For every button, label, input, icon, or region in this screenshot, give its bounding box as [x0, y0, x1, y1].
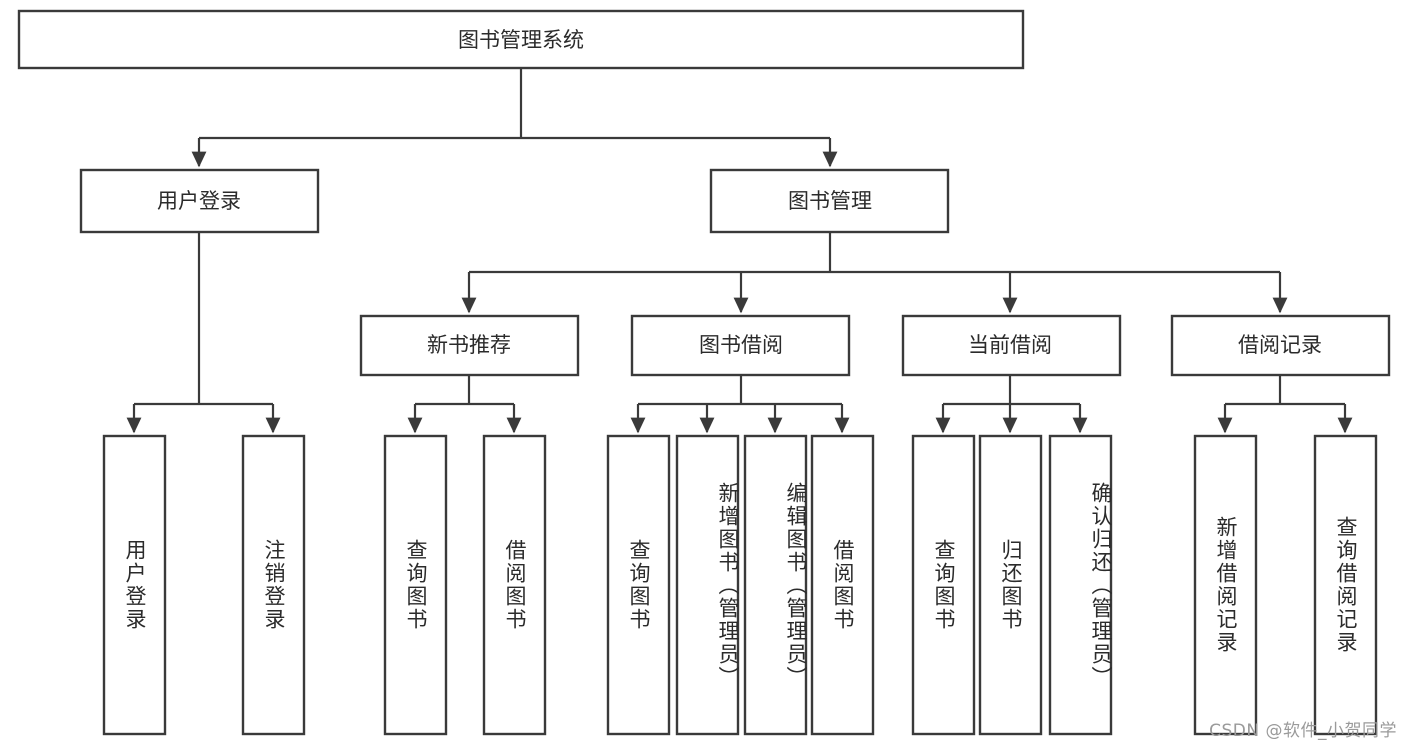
- connectors-root-to-level2: [191, 68, 838, 168]
- node-new-book-recommend-label: 新书推荐: [427, 333, 511, 357]
- leaf-box-bb-0[interactable]: [606, 434, 671, 736]
- leaf-box-br-1[interactable]: [1313, 434, 1378, 736]
- node-book-manage[interactable]: 图书管理: [709, 168, 950, 234]
- node-borrow-record-box[interactable]: [1170, 314, 1391, 377]
- node-root[interactable]: 图书管理系统: [17, 9, 1025, 70]
- node-borrow-record-label: 借阅记录: [1238, 333, 1322, 357]
- node-current-borrow-label: 当前借阅: [968, 333, 1052, 357]
- node-new-book-recommend[interactable]: 新书推荐: [359, 314, 580, 377]
- leaf-box-br-0[interactable]: [1193, 434, 1258, 736]
- node-user-login[interactable]: 用户登录: [79, 168, 320, 234]
- node-new-book-recommend-box[interactable]: [359, 314, 580, 377]
- node-book-borrow-label: 图书借阅: [699, 333, 783, 357]
- connectors-new-book-recommend-leaves: [407, 375, 522, 434]
- node-current-borrow[interactable]: 当前借阅: [901, 314, 1122, 377]
- leaf-box-bb-3[interactable]: [810, 434, 875, 736]
- node-user-login-box[interactable]: [79, 168, 320, 234]
- connectors-book-borrow-leaves: [630, 375, 850, 434]
- connectors-borrow-record-leaves: [1217, 375, 1353, 434]
- node-book-manage-label: 图书管理: [788, 189, 872, 213]
- leaf-box-user-login-1[interactable]: [241, 434, 306, 736]
- node-book-manage-box[interactable]: [709, 168, 950, 234]
- connectors-book-manage-to-level3: [461, 232, 1288, 314]
- connectors-current-borrow-leaves: [935, 375, 1088, 434]
- csdn-watermark: CSDN @软件_小贺同学: [1209, 721, 1397, 741]
- leaf-box-user-login-0[interactable]: [102, 434, 167, 736]
- leaf-box-bb-1[interactable]: [675, 434, 740, 736]
- leaf-boxes: [102, 434, 1378, 736]
- node-book-borrow-box[interactable]: [630, 314, 851, 377]
- leaf-box-nbr-1[interactable]: [482, 434, 547, 736]
- node-user-login-label: 用户登录: [157, 189, 241, 213]
- node-current-borrow-box[interactable]: [901, 314, 1122, 377]
- node-book-borrow[interactable]: 图书借阅: [630, 314, 851, 377]
- node-borrow-record[interactable]: 借阅记录: [1170, 314, 1391, 377]
- leaf-box-cb-2[interactable]: [1048, 434, 1113, 736]
- leaf-box-nbr-0[interactable]: [383, 434, 448, 736]
- node-root-box[interactable]: [17, 9, 1025, 70]
- connectors-user-login-leaves: [126, 232, 281, 434]
- leaf-box-cb-1[interactable]: [978, 434, 1043, 736]
- leaf-box-bb-2[interactable]: [743, 434, 808, 736]
- node-root-label: 图书管理系统: [458, 28, 584, 52]
- leaf-box-cb-0[interactable]: [911, 434, 976, 736]
